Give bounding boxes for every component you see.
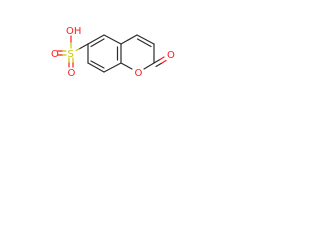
bond-c4a-c5 bbox=[103, 34, 122, 45]
sulfonic-acid-bonds bbox=[57, 35, 89, 68]
sulfonyl-oxygen-bottom-label: O bbox=[68, 68, 76, 79]
hydroxyl-label: OH bbox=[66, 26, 81, 37]
bond-c2-o1 bbox=[143, 62, 155, 70]
bond-c2-o bbox=[153, 58, 161, 64]
double-bond-c4-c3 bbox=[136, 38, 152, 48]
carbonyl-oxygen-label: O bbox=[167, 50, 175, 61]
sulfonyl-oxygen-left-label: O bbox=[51, 49, 59, 60]
carbonyl-bond bbox=[153, 56, 167, 68]
bond-c8-c8a bbox=[103, 62, 122, 73]
bond-c2-o-double bbox=[155, 62, 163, 68]
bond-c2-o-double-red bbox=[161, 59, 167, 64]
pyranone-ring-bonds bbox=[120, 34, 155, 70]
bond-c6-s-yellow bbox=[75, 48, 80, 52]
bond-c4a-c4 bbox=[120, 34, 138, 45]
bond-o1-c8a bbox=[120, 62, 133, 70]
ring-oxygen-label: O bbox=[135, 68, 143, 79]
double-bond-c5-c6 bbox=[90, 38, 105, 48]
bond-c4-c3 bbox=[136, 34, 155, 45]
chemical-structure-diagram: OH S O O O O bbox=[51, 26, 175, 79]
bond-c6-s bbox=[78, 43, 89, 50]
bond-c2-o-red bbox=[159, 56, 165, 61]
sulfur-label: S bbox=[68, 49, 74, 60]
bond-c7-c8 bbox=[87, 62, 105, 73]
double-bond-c7-c8 bbox=[90, 60, 105, 69]
benzene-ring-bonds bbox=[87, 34, 122, 73]
bond-c5-c6 bbox=[87, 34, 105, 45]
